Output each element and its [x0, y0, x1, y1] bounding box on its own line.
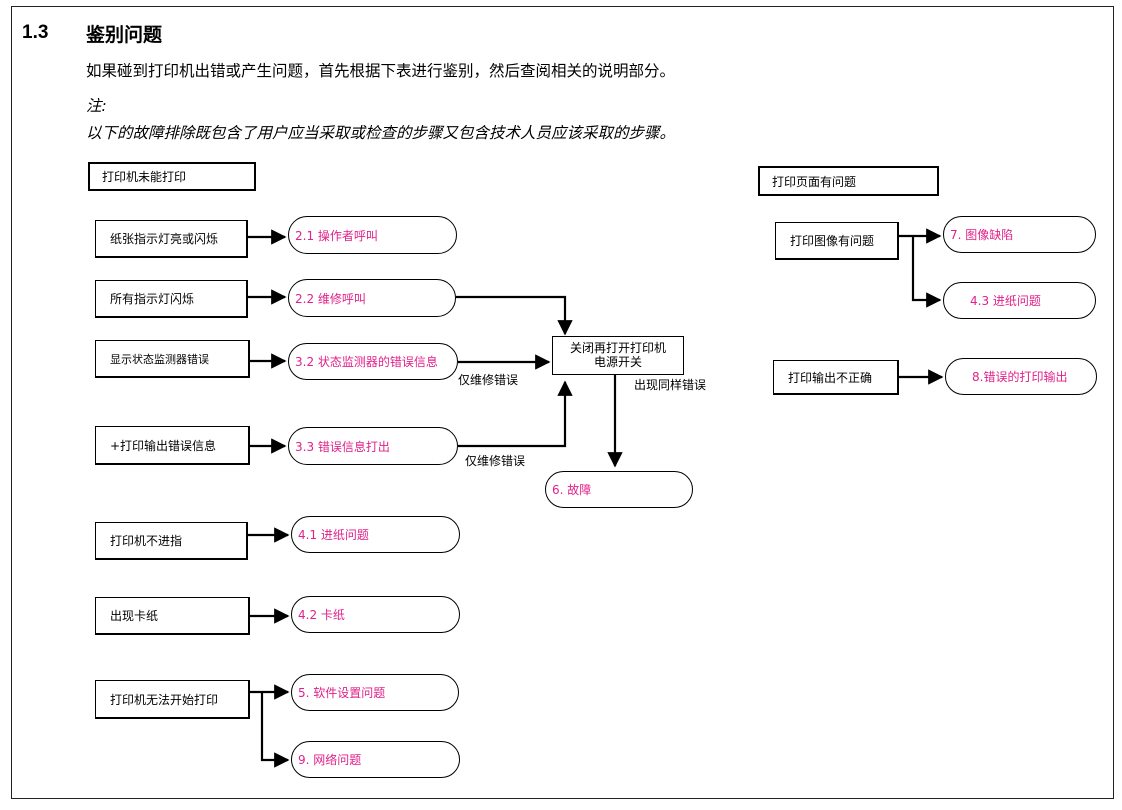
ref-7-image-defect[interactable]: 7. 图像缺陷: [943, 216, 1096, 253]
ref-9-network[interactable]: 9. 网络问题: [291, 741, 460, 778]
section-title: 鉴别问题: [86, 24, 163, 46]
note-text: 以下的故障排除既包含了用户应当采取或检查的步骤又包含技术人员应该采取的步骤。: [86, 124, 676, 142]
ref-3-2-status-monitor[interactable]: 3.2 状态监测器的错误信息: [288, 343, 458, 380]
note-label: 注:: [86, 97, 107, 115]
ref-4-2-paper-jam[interactable]: 4.2 卡纸: [291, 596, 460, 633]
ref-4-3-paper-feed[interactable]: 4.3 进纸问题: [943, 282, 1096, 319]
label-service-only-2: 仅维修错误: [465, 454, 526, 468]
symptom-status-monitor-error: 显示状态监测器错误: [95, 340, 250, 378]
ref-4-1-paper-feed[interactable]: 4.1 进纸问题: [291, 516, 460, 553]
symptom-all-lights-blink: 所有指示灯闪烁: [95, 280, 248, 318]
ref-2-1-operator-call[interactable]: 2.1 操作者呼叫: [288, 216, 457, 254]
arrow-paper-feed-43: [911, 236, 942, 308]
page-frame: [11, 6, 1114, 799]
power-cycle-text: 关闭再打开打印机电源开关: [569, 341, 666, 369]
arrow-printout-to-power: [458, 380, 573, 448]
header-printer-not-printing: 打印机未能打印: [88, 162, 256, 191]
symptom-image-problem: 打印图像有问题: [775, 222, 899, 260]
ref-2-2-service-call[interactable]: 2.2 维修呼叫: [288, 279, 456, 317]
symptom-cannot-start-printing: 打印机无法开始打印: [95, 680, 250, 719]
symptom-no-paper-feed: 打印机不进指: [95, 522, 248, 560]
ref-8-wrong-output[interactable]: 8.错误的打印输出: [945, 358, 1097, 395]
power-cycle-box: 关闭再打开打印机电源开关: [552, 336, 684, 375]
section-number: 1.3: [22, 22, 49, 43]
label-same-error: 出现同样错误: [634, 378, 707, 392]
ref-6-fault[interactable]: 6. 故障: [545, 471, 693, 508]
symptom-paper-light: 纸张指示灯亮或闪烁: [95, 220, 248, 258]
symptom-paper-jam: 出现卡纸: [95, 597, 250, 635]
arrow-service-call-to-power: [456, 295, 573, 336]
arrow-network: [260, 692, 290, 768]
header-page-problem: 打印页面有问题: [758, 166, 939, 196]
ref-3-3-error-printout[interactable]: 3.3 错误信息打出: [288, 427, 458, 465]
symptom-incorrect-output: 打印输出不正确: [773, 360, 899, 395]
symptom-error-printout: +打印输出错误信息: [95, 426, 250, 465]
label-service-only-1: 仅维修错误: [458, 373, 519, 387]
intro-text: 如果碰到打印机出错或产生问题，首先根据下表进行鉴别，然后查阅相关的说明部分。: [86, 62, 676, 80]
ref-5-software-setting[interactable]: 5. 软件设置问题: [291, 674, 459, 711]
